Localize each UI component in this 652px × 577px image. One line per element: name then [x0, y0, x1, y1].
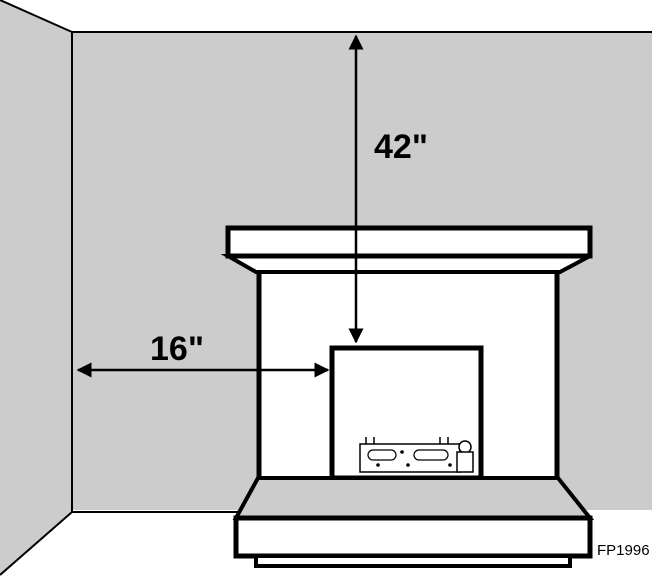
left-side-wall [0, 0, 72, 575]
mantel-shelf [225, 225, 593, 259]
floor-corner-edge [0, 511, 73, 576]
hearth-front [233, 515, 593, 559]
burner-assembly [359, 437, 474, 473]
hearth-top [232, 476, 595, 520]
side-clearance-label: 16" [150, 330, 204, 368]
hearth-base [254, 554, 572, 568]
burner-valve-knob [458, 440, 472, 454]
figure-code: FP1996 [597, 542, 650, 559]
wall-ceiling-edge [0, 0, 73, 33]
vertical-clearance-label: 42" [374, 128, 428, 166]
